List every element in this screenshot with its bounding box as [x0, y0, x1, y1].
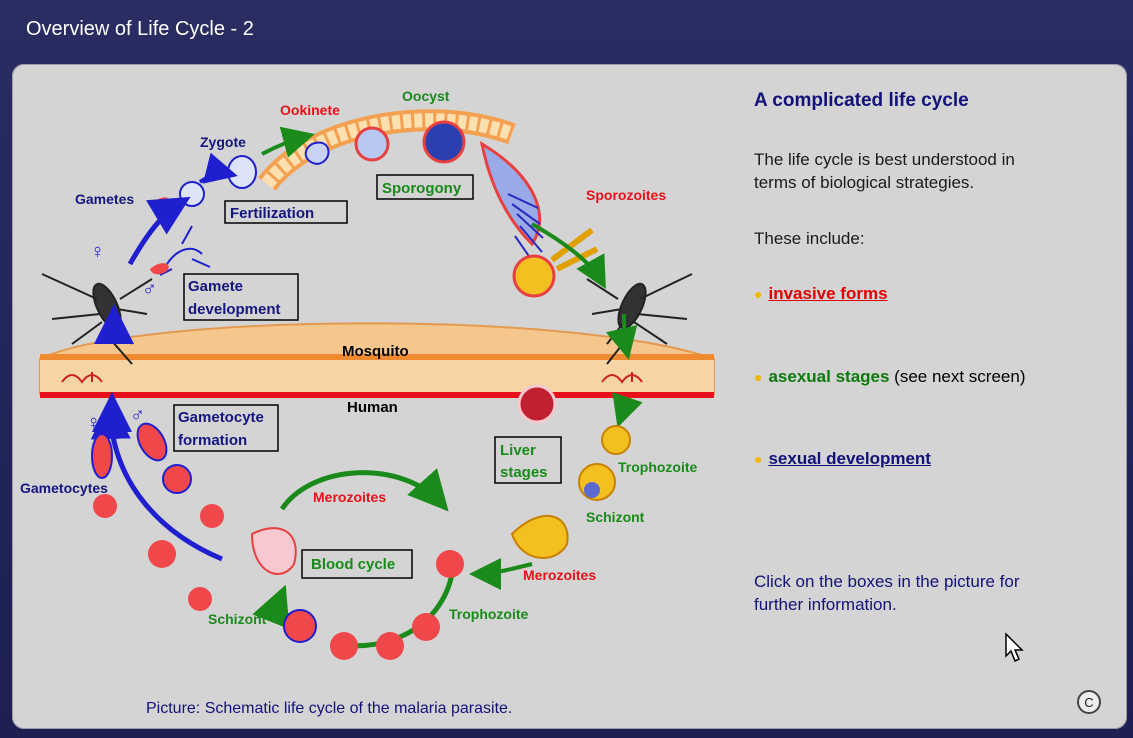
merozoites-blood-label: Merozoites: [313, 489, 386, 505]
title-bar: Overview of Life Cycle - 2: [0, 0, 1133, 58]
section-heading: A complicated life cycle: [754, 90, 969, 112]
svg-text:Gametocyte: Gametocyte: [178, 409, 264, 426]
schizont-blood-label: Schizont: [208, 611, 267, 627]
bullet-invasive-forms: ● invasive forms: [754, 284, 888, 304]
window-title: Overview of Life Cycle - 2: [26, 18, 254, 41]
gametocyte-formation-box[interactable]: Gametocyte formation: [174, 405, 278, 451]
bullet-asexual-stages: ● asexual stages (see next screen): [754, 367, 1026, 387]
svg-text:Gamete: Gamete: [188, 278, 243, 295]
asexual-stages-note: (see next screen): [889, 367, 1025, 386]
trophozoite-blood-label: Trophozoite: [449, 606, 529, 622]
arrow-zygote: [200, 173, 230, 182]
schizont-liver-label: Schizont: [586, 509, 645, 525]
fertilization-box[interactable]: Fertilization: [225, 201, 347, 223]
invasive-forms-link[interactable]: invasive forms: [768, 284, 887, 303]
svg-text:Sporogony: Sporogony: [382, 180, 462, 197]
oocyst-label: Oocyst: [402, 88, 450, 104]
click-hint-line-2: further information.: [754, 595, 897, 615]
gametes-label: Gametes: [75, 191, 134, 207]
merozoites-liver-label: Merozoites: [523, 567, 596, 583]
these-include-text: These include:: [754, 229, 865, 249]
life-cycle-diagram: Mosquito Human: [12, 64, 732, 729]
sexual-development-link[interactable]: sexual development: [768, 449, 931, 468]
diagram-caption: Picture: Schematic life cycle of the mal…: [146, 700, 512, 718]
male-symbol-top: ♂: [142, 278, 157, 300]
blood-cycle-box[interactable]: Blood cycle: [302, 550, 412, 578]
svg-text:stages: stages: [500, 464, 548, 481]
bullet-dot-icon: ●: [754, 451, 762, 467]
ookinete-label: Ookinete: [280, 102, 340, 118]
svg-text:Blood cycle: Blood cycle: [311, 556, 395, 573]
bullet-dot-icon: ●: [754, 369, 762, 385]
gametocytes-label: Gametocytes: [20, 480, 108, 496]
asexual-stages-link[interactable]: asexual stages: [768, 367, 889, 386]
blood-cells: [252, 528, 464, 660]
gametes-group: [150, 182, 210, 275]
mouse-cursor-icon: [1004, 632, 1026, 664]
ookinete-icon: [306, 142, 329, 164]
intro-line-2: terms of biological strategies.: [754, 173, 974, 193]
male-symbol-bottom: ♂: [130, 404, 145, 426]
zygote-label: Zygote: [200, 134, 246, 150]
click-hint-line-1: Click on the boxes in the picture for: [754, 572, 1020, 592]
copyright-button[interactable]: C: [1077, 690, 1101, 714]
skin-layer: [40, 323, 714, 398]
intro-line-1: The life cycle is best understood in: [754, 150, 1015, 170]
liver-stages-box[interactable]: Liver stages: [495, 437, 561, 483]
female-symbol-bottom: ♀: [86, 412, 101, 434]
trophozoite-liver-label: Trophozoite: [618, 459, 698, 475]
bullet-dot-icon: ●: [754, 286, 762, 302]
sporozoites-label: Sporozoites: [586, 187, 666, 203]
svg-text:formation: formation: [178, 432, 247, 449]
gamete-development-box[interactable]: Gamete development: [184, 274, 298, 320]
human-label: Human: [347, 399, 398, 416]
zygote-icon: [228, 156, 256, 188]
mosquito-label: Mosquito: [342, 343, 409, 360]
svg-text:development: development: [188, 301, 281, 318]
sporogony-box[interactable]: Sporogony: [377, 175, 473, 199]
svg-text:Fertilization: Fertilization: [230, 205, 314, 222]
female-symbol-top: ♀: [90, 241, 105, 263]
bullet-sexual-development: ● sexual development: [754, 449, 931, 469]
svg-text:Liver: Liver: [500, 442, 536, 459]
arrow-to-liver: [620, 399, 624, 420]
